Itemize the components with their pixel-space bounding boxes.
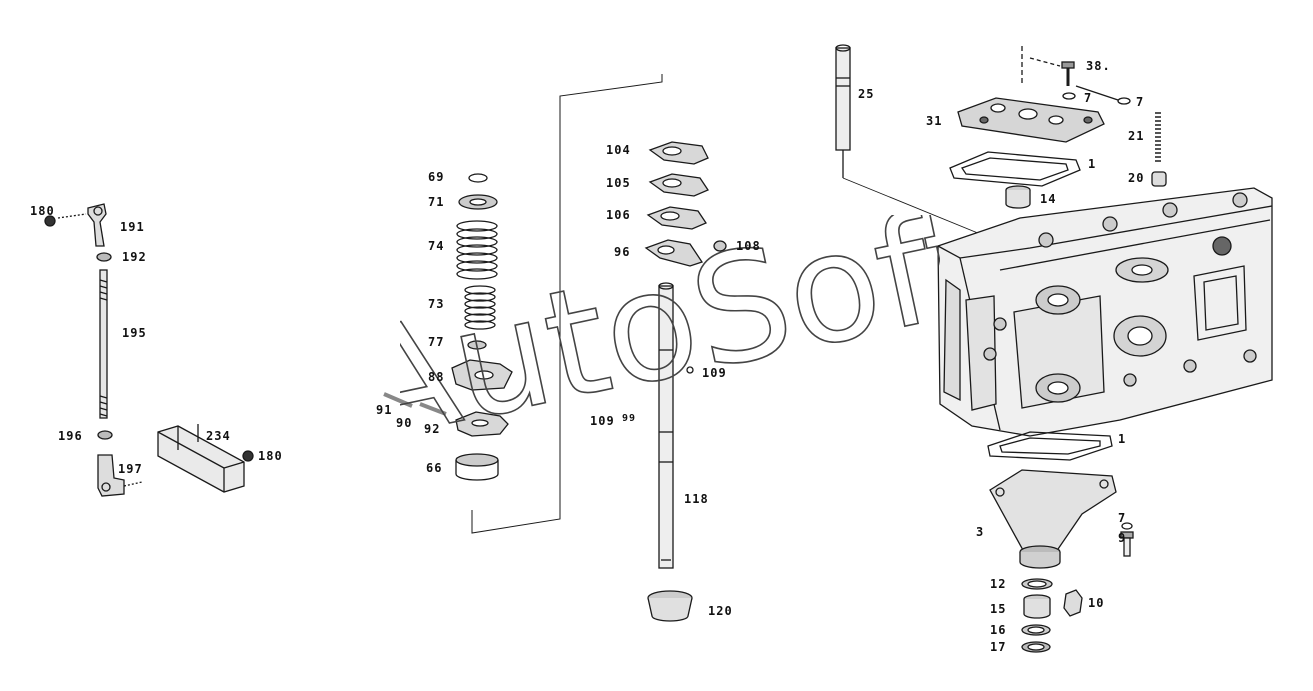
callout-109-lower: 109 <box>590 414 615 428</box>
washer-7-top <box>1062 92 1076 100</box>
watermark-text: AutoSoft <box>400 215 940 425</box>
callout-120: 120 <box>708 604 733 618</box>
cam-104 <box>648 141 709 165</box>
pin-91 <box>383 392 413 408</box>
callout-77: 77 <box>428 335 445 349</box>
callout-104: 104 <box>606 143 631 157</box>
callout-21: 21 <box>1128 129 1145 143</box>
callout-16: 16 <box>990 623 1007 637</box>
nut-108 <box>713 240 727 252</box>
housing <box>937 187 1273 437</box>
pin-109 <box>686 366 694 374</box>
callout-66: 66 <box>426 461 443 475</box>
callout-17: 17 <box>990 640 1007 654</box>
rod-end-lower <box>97 454 143 497</box>
lever-92 <box>455 411 509 437</box>
ring-12 <box>1021 578 1053 590</box>
sleeve-15 <box>1023 594 1051 619</box>
callout-88: 88 <box>428 370 445 384</box>
callout-3: 3 <box>976 525 985 539</box>
callout-73: 73 <box>428 297 445 311</box>
callout-195: 195 <box>122 326 147 340</box>
cam-96 <box>644 239 704 267</box>
rod-end-upper <box>44 203 107 247</box>
callout-10: 10 <box>1088 596 1105 610</box>
spring-74 <box>456 220 498 280</box>
washer-7-bottom <box>1121 522 1133 530</box>
ring-77 <box>467 340 487 350</box>
callout-234: 234 <box>206 429 231 443</box>
bracket-234 <box>157 424 254 493</box>
callout-69: 69 <box>428 170 445 184</box>
callout-106: 106 <box>606 208 631 222</box>
ring-16 <box>1021 624 1051 636</box>
callout-20: 20 <box>1128 171 1145 185</box>
callout-25: 25 <box>858 87 875 101</box>
bracket-line <box>471 74 663 534</box>
callout-118: 118 <box>684 492 709 506</box>
callout-109-upper: 109 <box>702 366 727 380</box>
housing-cover-3 <box>989 469 1117 569</box>
washer-192 <box>96 252 112 262</box>
cam-106 <box>646 206 707 230</box>
callout-91: 91 <box>376 403 393 417</box>
callout-99: 99 <box>622 413 637 424</box>
nut-10 <box>1063 589 1083 617</box>
callout-192: 192 <box>122 250 147 264</box>
callout-180: 180 <box>30 204 55 218</box>
bushing-14 <box>1005 185 1031 209</box>
callout-74: 74 <box>428 239 445 253</box>
callout-71: 71 <box>428 195 445 209</box>
threaded-rod-195 <box>99 269 108 419</box>
ring-69 <box>468 173 488 183</box>
cover-31 <box>957 97 1105 143</box>
callout-196: 196 <box>58 429 83 443</box>
pin-90 <box>419 402 447 416</box>
callout-96: 96 <box>614 245 631 259</box>
watermark: AutoSoft <box>400 215 940 425</box>
callout-1-bottom: 1 <box>1118 432 1127 446</box>
spring-73 <box>464 285 496 330</box>
bolt-9 <box>1120 531 1134 557</box>
callout-105: 105 <box>606 176 631 190</box>
callout-191: 191 <box>120 220 145 234</box>
gasket-1-bottom <box>987 431 1113 461</box>
cam-105 <box>648 173 709 197</box>
callout-9: 9 <box>1118 531 1127 545</box>
callout-12: 12 <box>990 577 1007 591</box>
lever-88 <box>451 359 513 391</box>
screw-38 <box>1021 46 1075 86</box>
seal-17 <box>1021 641 1051 653</box>
callout-180-bracket: 180 <box>258 449 283 463</box>
callout-92: 92 <box>424 422 441 436</box>
callout-197: 197 <box>118 462 143 476</box>
callout-15: 15 <box>990 602 1007 616</box>
spring-seat-71 <box>458 194 498 210</box>
callout-90: 90 <box>396 416 413 430</box>
callout-38: 38. <box>1086 59 1111 73</box>
callout-7-top: 7 <box>1084 91 1093 105</box>
callout-7-bottom: 7 <box>1118 511 1127 525</box>
gasket-1-top <box>949 151 1081 187</box>
callout-31: 31 <box>926 114 943 128</box>
bushing-66 <box>455 453 499 481</box>
callout-1-top: 1 <box>1088 157 1097 171</box>
callout-108: 108 <box>736 239 761 253</box>
washer-196 <box>97 430 113 440</box>
shaft-118 <box>658 282 674 569</box>
washer-7-right <box>1075 85 1131 105</box>
callout-7-right: 7 <box>1136 95 1145 109</box>
callout-14: 14 <box>1040 192 1057 206</box>
plug-20 <box>1151 171 1167 187</box>
tube-25 <box>835 44 991 239</box>
cap-120 <box>647 590 693 622</box>
